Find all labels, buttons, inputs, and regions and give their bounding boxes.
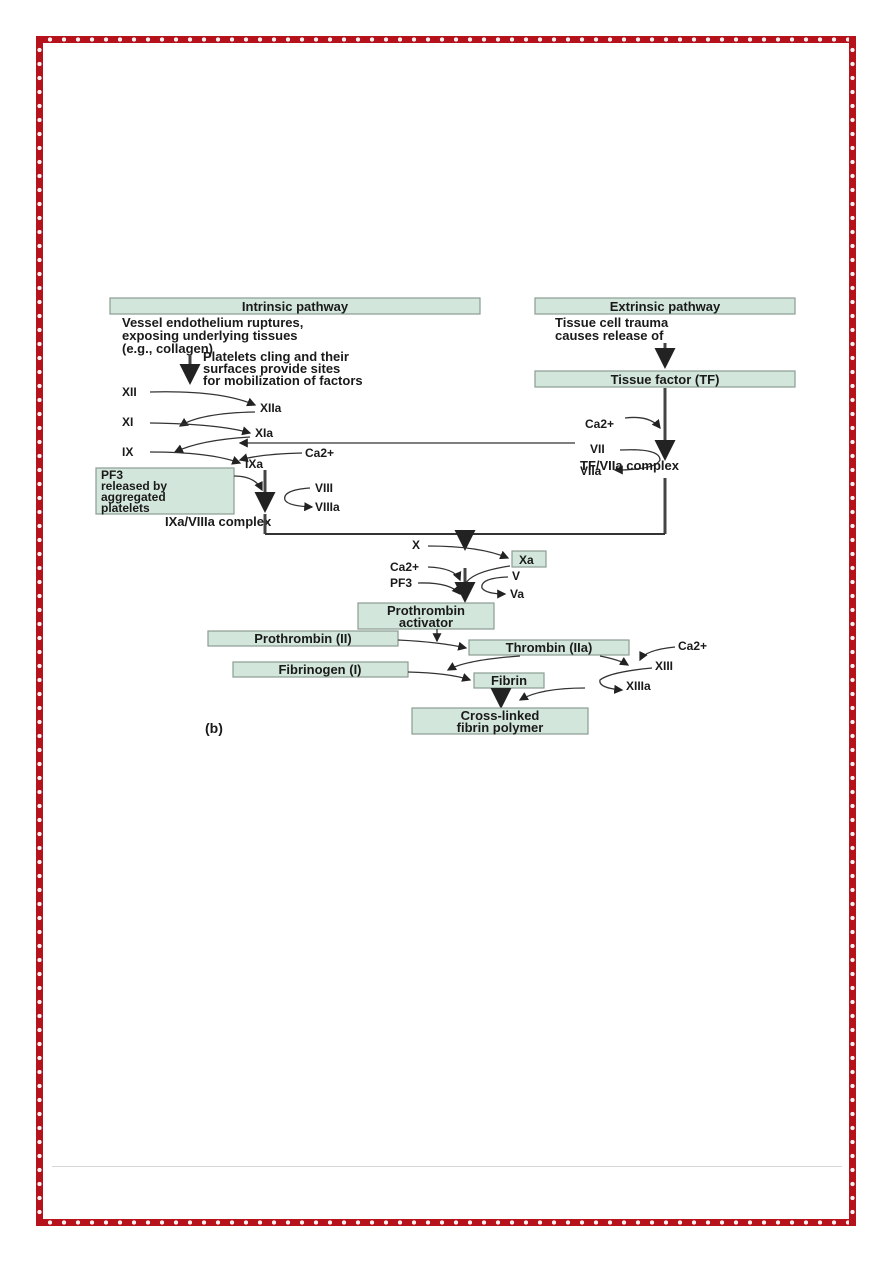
vii-to-viia-arrow — [613, 449, 661, 475]
ca-label: Ca2+ — [585, 417, 614, 431]
pf3-box-line: aggregated — [101, 490, 166, 504]
pf3-box — [95, 467, 235, 515]
fibrinogen-label: Fibrinogen (I) — [278, 662, 361, 677]
platelets-line: Platelets cling and their — [203, 349, 349, 364]
ca-label-intrinsic: Ca2+ — [305, 446, 334, 460]
panel-label: (b) — [205, 720, 223, 736]
factor-va: Va — [510, 587, 524, 601]
v-to-va-arrow — [481, 576, 509, 599]
xiii-to-xiiia-arrow — [599, 667, 653, 694]
pf3-box-line: released by — [101, 479, 167, 493]
factor-viii: VIII — [315, 481, 333, 495]
ca-to-xiii-arrow — [639, 646, 676, 662]
cross-linked-box — [411, 707, 589, 735]
intrinsic-header-box — [109, 297, 481, 315]
intrinsic-desc-line: exposing underlying tissues — [122, 328, 298, 343]
border-dots-top — [43, 36, 849, 43]
prothrombin-activator-line: Prothrombin — [387, 603, 465, 618]
thrombin-to-xiii-arrow — [599, 655, 630, 666]
pf3-common-arrow — [417, 582, 461, 595]
intrinsic-desc-line: Vessel endothelium ruptures, — [122, 315, 303, 330]
ca-arrow — [624, 416, 661, 430]
ca-label-xiii: Ca2+ — [678, 639, 707, 653]
ix-to-ixa-arrow — [149, 451, 242, 465]
extrinsic-header: Extrinsic pathway — [610, 299, 721, 314]
platelets-line: for mobilization of factors — [203, 373, 363, 388]
fibrinogen-to-fibrin-arrow — [407, 671, 472, 682]
factor-xiia: XIIa — [260, 401, 282, 415]
border-dots-left — [36, 43, 43, 1219]
intrinsic-header: Intrinsic pathway — [242, 299, 349, 314]
factor-xii: XII — [122, 385, 137, 399]
intrinsic-desc-line: (e.g., collagen) — [122, 341, 213, 356]
footer-divider — [52, 1166, 842, 1167]
pf3-box-line: PF3 — [101, 468, 123, 482]
factor-xia: XIa — [255, 426, 273, 440]
xia-to-ix-arrow — [173, 436, 251, 453]
factor-viia: VIIa — [580, 464, 602, 478]
pf3-box-line: platelets — [101, 501, 150, 515]
thrombin-label: Thrombin (IIa) — [506, 640, 593, 655]
factor-xiiia: XIIIa — [626, 679, 651, 693]
tf-viia-complex-text: TF/VIIa complex — [580, 458, 680, 473]
cross-linked-line: Cross-linked — [461, 708, 540, 723]
platelets-line: surfaces provide sites — [203, 361, 340, 376]
prothrombin-box — [207, 630, 399, 647]
factor-xiii: XIII — [655, 659, 673, 673]
xiiia-to-crosslink-arrow — [518, 687, 586, 701]
cross-linked-line: fibrin polymer — [457, 720, 544, 735]
thrombin-box — [468, 639, 630, 656]
fibrin-label: Fibrin — [491, 673, 527, 688]
extrinsic-desc-line: causes release of — [555, 328, 664, 343]
thrombin-to-fibrinogen-arrow — [446, 655, 521, 671]
factor-x: X — [412, 538, 420, 552]
xa-box — [511, 550, 547, 568]
page-border — [36, 36, 856, 1226]
prothrombin-label: Prothrombin (II) — [254, 631, 352, 646]
xa-to-main-arrow — [464, 565, 511, 586]
factor-ix: IX — [122, 445, 133, 459]
xii-to-xiia-arrow — [149, 391, 257, 407]
factor-pf3: PF3 — [390, 576, 412, 590]
pf3-to-main-arrow — [233, 475, 263, 492]
extrinsic-header-box — [534, 297, 796, 315]
xi-to-xia-arrow — [149, 422, 252, 436]
border-dots-bottom — [43, 1219, 849, 1226]
viii-to-viiia-arrow — [284, 487, 314, 512]
ixa-viiia-complex: IXa/VIIIa complex — [165, 514, 272, 529]
extrinsic-desc-line: Tissue cell trauma — [555, 315, 669, 330]
factor-ixa: IXa — [245, 457, 263, 471]
fibrinogen-box — [232, 661, 409, 678]
tissue-factor-box — [534, 370, 796, 388]
factor-viiia: VIIIa — [315, 500, 340, 514]
factor-vii: VII — [590, 442, 605, 456]
border-dots-right — [849, 43, 856, 1219]
factor-xa: Xa — [519, 553, 534, 567]
prothrombin-to-thrombin-arrow — [397, 639, 468, 651]
factor-v: V — [512, 569, 520, 583]
ca-common-arrow — [427, 566, 462, 582]
prothrombin-activator-line: activator — [399, 615, 453, 630]
ca-intrinsic-arrow — [238, 452, 303, 463]
x-to-xa-arrow — [427, 545, 510, 560]
prothrombin-activator-box — [357, 602, 495, 630]
tissue-factor-label: Tissue factor (TF) — [611, 372, 720, 387]
factor-xi: XI — [122, 415, 133, 429]
ca-label-common: Ca2+ — [390, 560, 419, 574]
